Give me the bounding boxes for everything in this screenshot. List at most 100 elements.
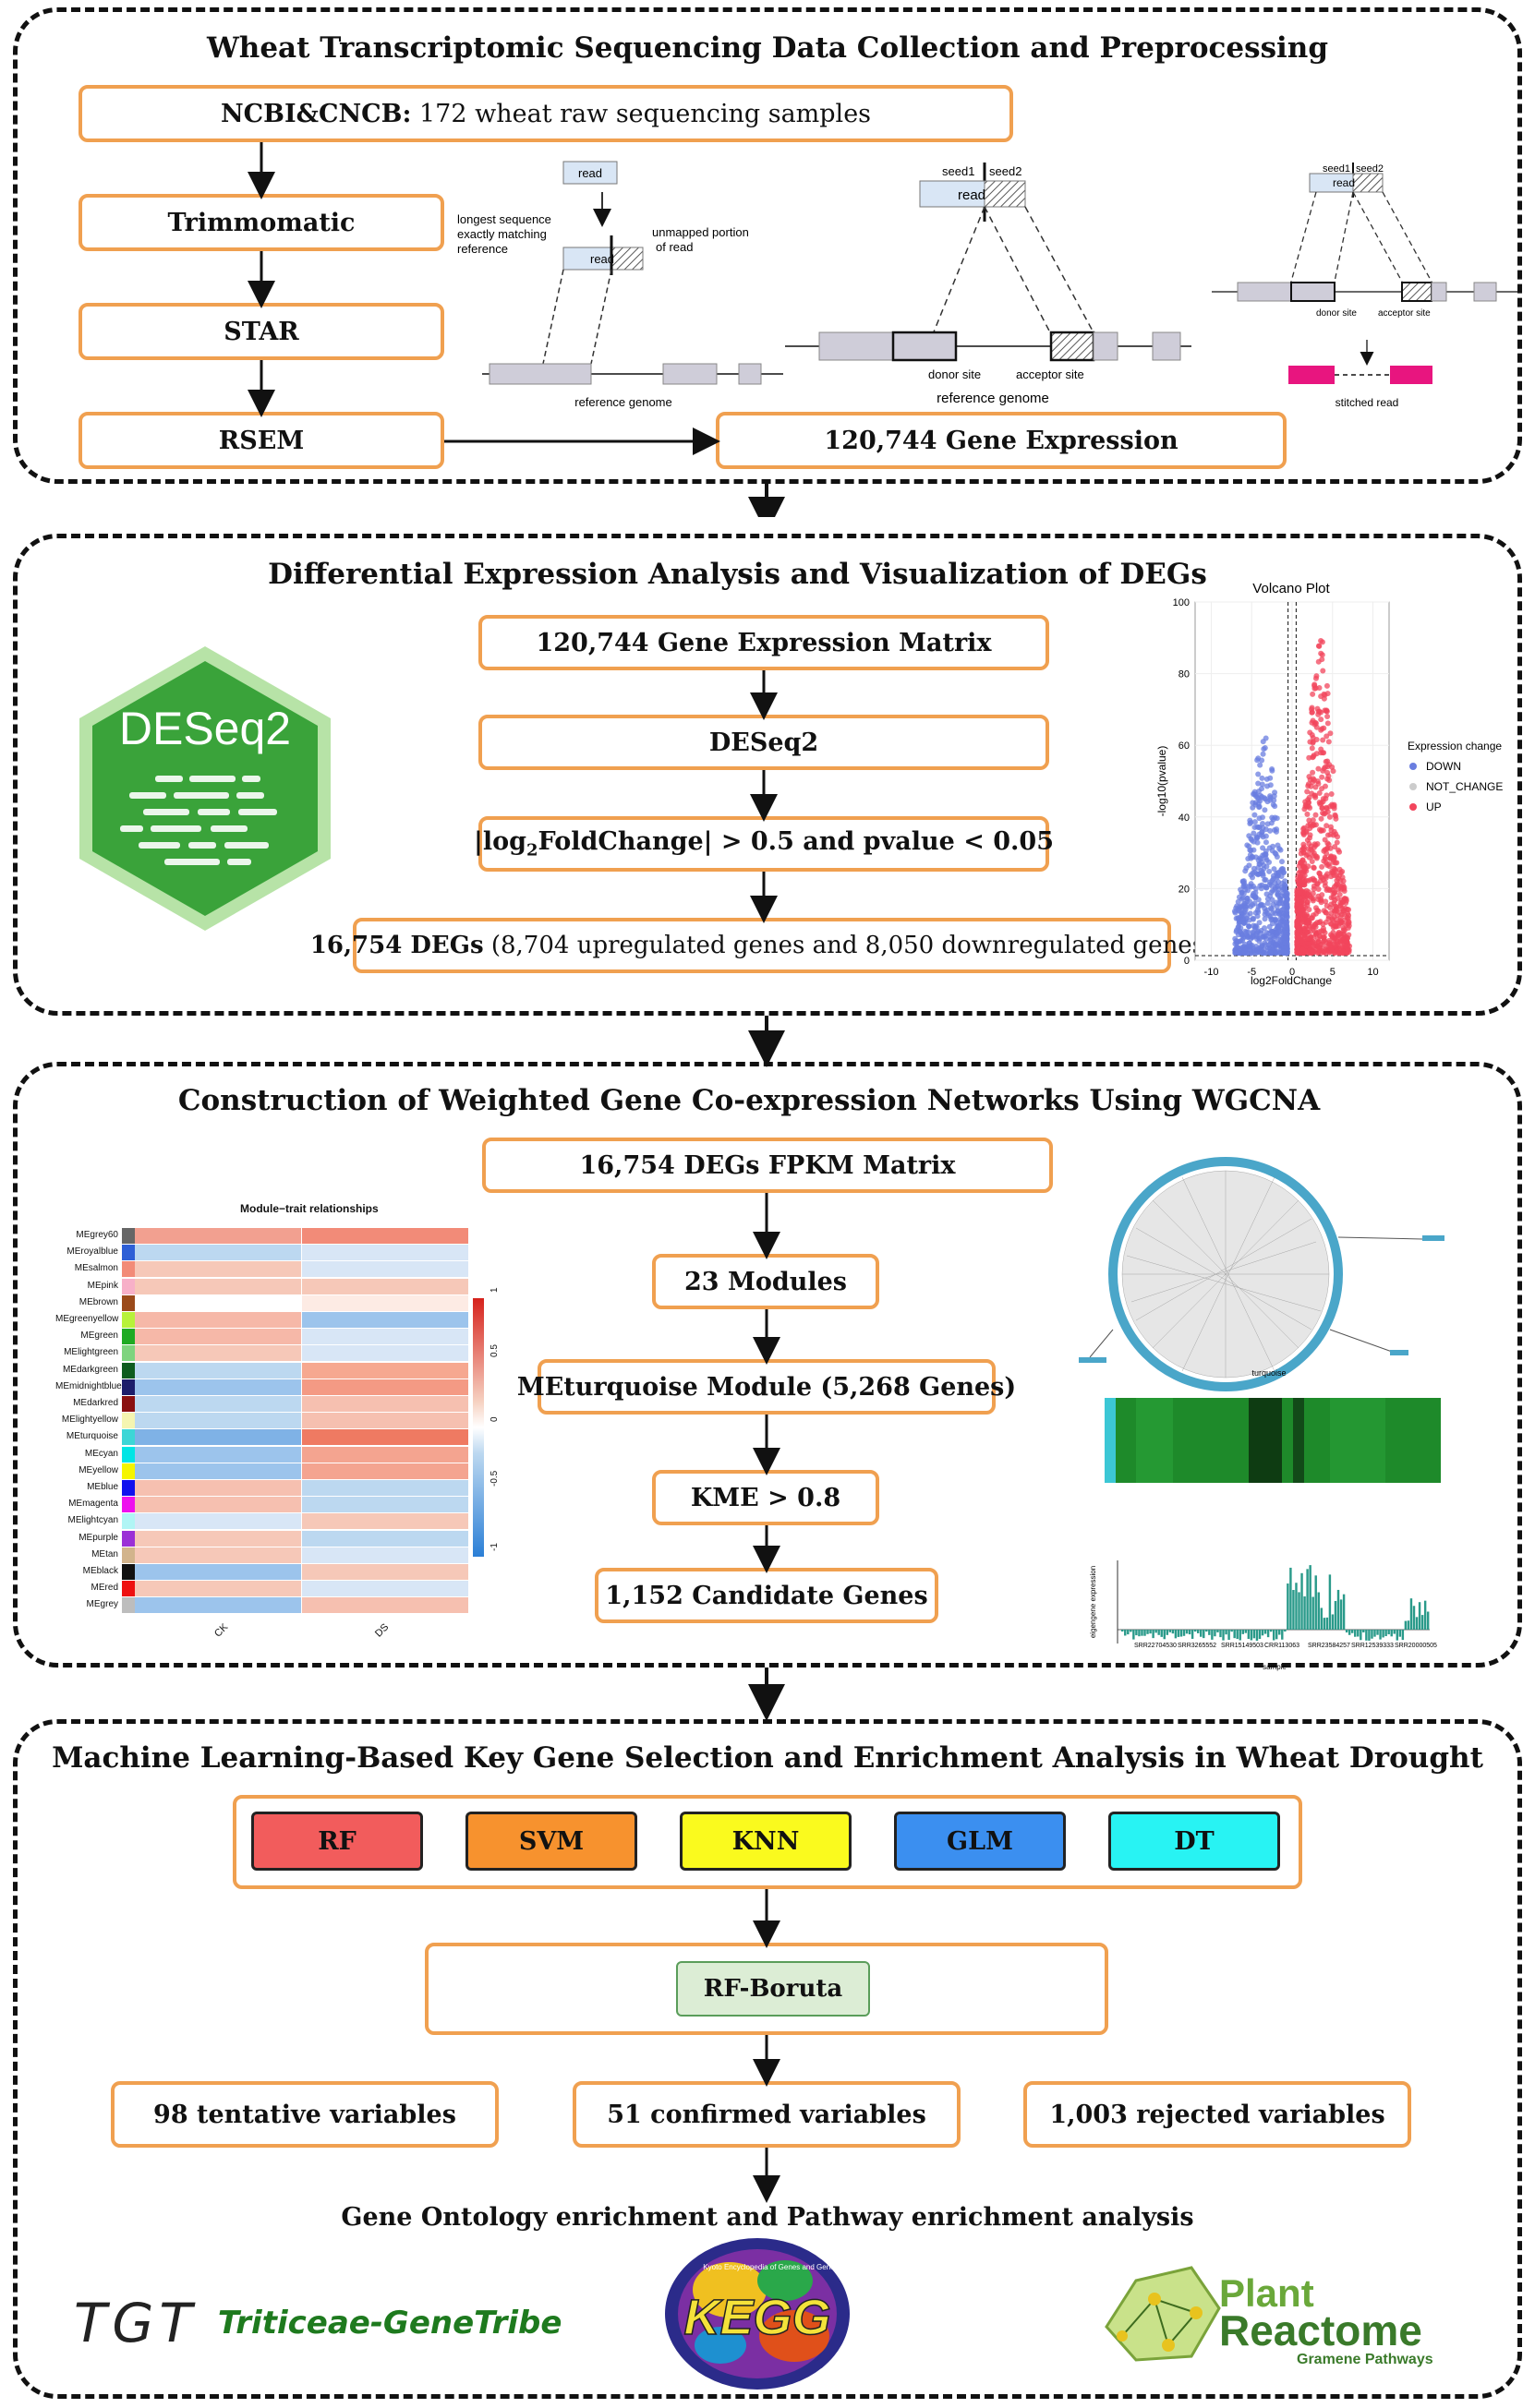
heatmap-cell-ds xyxy=(302,1294,468,1311)
heatmap-cell-ck xyxy=(135,1294,302,1311)
heatmap-module-swatch xyxy=(122,1245,135,1261)
heatmap-cell-ck xyxy=(135,1329,302,1345)
heatmap-cell-ck xyxy=(135,1345,302,1362)
tentative-box: 98 tentative variables xyxy=(111,2081,499,2148)
panel2-title: Differential Expression Analysis and Vis… xyxy=(268,558,1207,591)
ncbi-rest: 172 wheat raw sequencing samples xyxy=(411,99,872,128)
heatmap-row: MEmidnightblue xyxy=(55,1379,468,1395)
heatmap-cell-ck xyxy=(135,1245,302,1261)
heatmap-cell-ds xyxy=(302,1564,468,1580)
heatmap-cell-ck xyxy=(135,1597,302,1614)
heatmap-row-label: MElightyellow xyxy=(61,1415,118,1426)
heatmap-cell-ds xyxy=(302,1480,468,1496)
heatmap-col-ds: DS xyxy=(372,1621,392,1640)
degs-bold: 16,754 DEGs xyxy=(309,932,484,959)
heatmap-row: MEgrey60 xyxy=(55,1228,468,1244)
boruta-box: RF-Boruta xyxy=(676,1961,870,2017)
kme-box: KME > 0.8 xyxy=(652,1470,879,1525)
heatmap-cell-ck xyxy=(135,1429,302,1446)
d1-exactly: exactly matching xyxy=(457,227,547,241)
heatmap-module-swatch xyxy=(122,1480,135,1496)
enrichment-label: Gene Ontology enrichment and Pathway enr… xyxy=(341,2203,1194,2232)
confirmed-label: 51 confirmed variables xyxy=(607,2100,926,2129)
heatmap-cell-ck xyxy=(135,1312,302,1328)
fpkm-label: 16,754 DEGs FPKM Matrix xyxy=(579,1150,956,1180)
heatmap-module-swatch xyxy=(122,1362,135,1379)
filter-pre: |log xyxy=(474,827,526,857)
d1-read2-label: read xyxy=(590,252,614,266)
algorithm-rf-box: RF xyxy=(251,1812,423,1871)
heatmap-cell-ck xyxy=(135,1228,302,1244)
heatmap-module-swatch xyxy=(122,1547,135,1563)
candidates-box: 1,152 Candidate Genes xyxy=(595,1568,938,1623)
heatmap-row-label: MElightgreen xyxy=(64,1347,118,1358)
rejected-label: 1,003 rejected variables xyxy=(1049,2100,1385,2129)
algorithm-label: DT xyxy=(1174,1826,1215,1856)
heatmap-cell-ck xyxy=(135,1497,302,1513)
d2-ref-genome: reference genome xyxy=(937,391,1049,406)
heatmap-row-label: MEgreenyellow xyxy=(55,1314,119,1324)
heatmap-row: MEpink xyxy=(55,1278,468,1294)
heatmap-cell-ck xyxy=(135,1530,302,1547)
heatmap-row-label: MEgrey xyxy=(86,1599,118,1610)
heatmap-col-ck: CK xyxy=(212,1621,231,1640)
heatmap-row-label: MEgrey60 xyxy=(76,1230,118,1240)
d2-donor: donor site xyxy=(928,367,981,381)
heatmap-cell-ck xyxy=(135,1480,302,1496)
heatmap-row: MEpurple xyxy=(55,1530,468,1547)
heatmap-row: MEtan xyxy=(55,1547,468,1563)
tentative-label: 98 tentative variables xyxy=(153,2100,456,2129)
ncbi-box: NCBI&CNCB: 172 wheat raw sequencing samp… xyxy=(79,85,1013,142)
heatmap-cell-ck xyxy=(135,1564,302,1580)
algorithm-svm-box: SVM xyxy=(465,1812,637,1871)
heatmap-row: MEblue xyxy=(55,1480,468,1496)
heatmap-legend-tick: 1 xyxy=(490,1287,500,1293)
heatmap-module-swatch xyxy=(122,1597,135,1614)
panel-preprocessing xyxy=(13,7,1522,484)
heatmap-row-label: MEdarkred xyxy=(73,1398,118,1408)
panel1-title: Wheat Transcriptomic Sequencing Data Col… xyxy=(206,31,1329,65)
heatmap-cell-ds xyxy=(302,1547,468,1563)
candidates-label: 1,152 Candidate Genes xyxy=(605,1581,928,1610)
heatmap-cell-ck xyxy=(135,1379,302,1395)
heatmap-row-label: MEtan xyxy=(91,1548,118,1559)
heatmap-module-swatch xyxy=(122,1564,135,1580)
heatmap-row-label: MEyellow xyxy=(79,1464,118,1475)
heatmap-cell-ds xyxy=(302,1345,468,1362)
gene-expression-label: 120,744 Gene Expression xyxy=(824,426,1178,455)
heatmap-cell-ck xyxy=(135,1547,302,1563)
heatmap-cell-ck xyxy=(135,1413,302,1429)
heatmap-row-label: MEpink xyxy=(87,1280,118,1291)
ncbi-bold: NCBI&CNCB: xyxy=(220,99,412,128)
algorithm-label: KNN xyxy=(731,1826,800,1856)
heatmap-row: MElightcyan xyxy=(55,1513,468,1530)
heatmap-cell-ds xyxy=(302,1429,468,1446)
heatmap-module-swatch xyxy=(122,1294,135,1311)
deseq2-label: DESeq2 xyxy=(708,728,819,757)
trimmomatic-box: Trimmomatic xyxy=(79,194,444,251)
d1-unmapped: unmapped portion xyxy=(652,225,749,239)
heatmap-module-swatch xyxy=(122,1413,135,1429)
heatmap-row-label: MEred xyxy=(91,1583,118,1594)
heatmap-cell-ds xyxy=(302,1228,468,1244)
algorithm-glm-box: GLM xyxy=(894,1812,1066,1871)
panel3-title: Construction of Weighted Gene Co-express… xyxy=(177,1084,1321,1117)
heatmap-cell-ck xyxy=(135,1362,302,1379)
heatmap-row-label: MEblue xyxy=(87,1482,118,1492)
heatmap-row-label: MEbrown xyxy=(79,1296,118,1307)
heatmap-cell-ds xyxy=(302,1312,468,1328)
heatmap-row: MEdarkred xyxy=(55,1396,468,1412)
algorithm-dt-box: DT xyxy=(1108,1812,1280,1871)
heatmap-row: MEgreenyellow xyxy=(55,1312,468,1328)
heatmap-cell-ds xyxy=(302,1278,468,1294)
heatmap-cell-ds xyxy=(302,1530,468,1547)
heatmap-row: MElightgreen xyxy=(55,1345,468,1362)
heatmap-row: MEcyan xyxy=(55,1446,468,1463)
panel4-title: Machine Learning-Based Key Gene Selectio… xyxy=(52,1741,1483,1775)
heatmap-cell-ds xyxy=(302,1362,468,1379)
degs-box: 16,754 DEGs (8,704 upregulated genes and… xyxy=(310,918,1214,973)
heatmap-colorbar xyxy=(473,1298,484,1557)
fpkm-box: 16,754 DEGs FPKM Matrix xyxy=(482,1138,1053,1193)
filter-post: FoldChange| > 0.5 and pvalue < 0.05 xyxy=(538,827,1054,857)
heatmap-cell-ds xyxy=(302,1581,468,1597)
